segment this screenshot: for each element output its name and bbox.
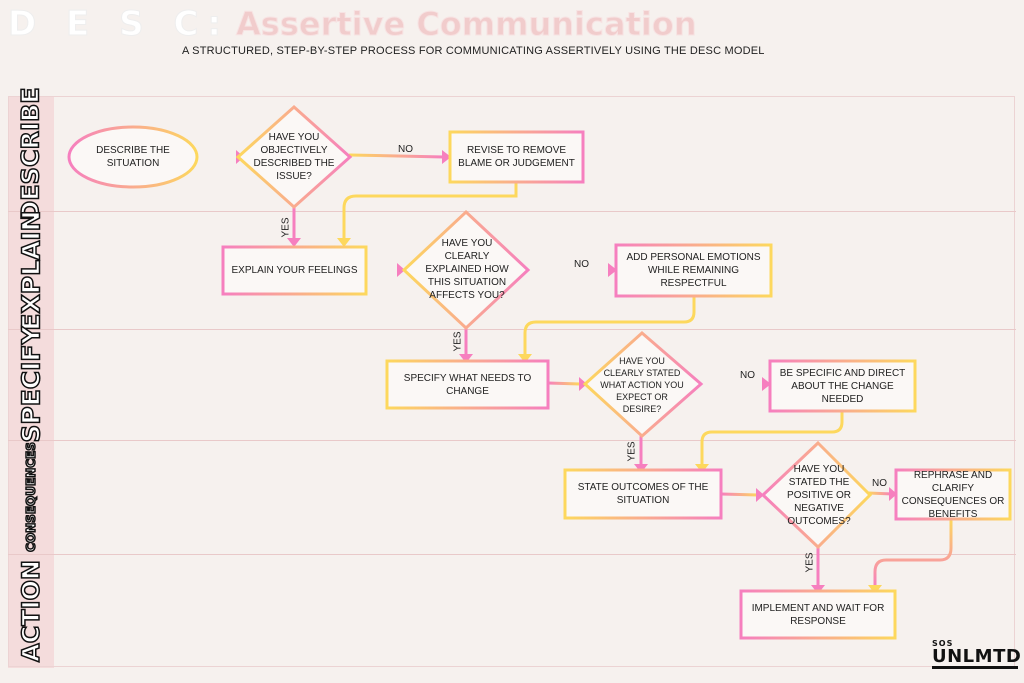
process-box bbox=[768, 359, 917, 413]
swimlane-frame bbox=[8, 96, 1015, 667]
edge-label-yes: YES bbox=[280, 217, 292, 238]
edge-label-yes: YES bbox=[452, 331, 464, 352]
arrow-head-icon bbox=[518, 354, 532, 363]
node-describe-situation: DESCRIBE THE SITUATION bbox=[96, 145, 170, 169]
subtitle: A STRUCTURED, STEP-BY-STEP PROCESS FOR C… bbox=[182, 45, 765, 57]
process-box bbox=[894, 468, 1012, 521]
node-state-outcomes: STATE OUTCOMES OF THE SITUATION bbox=[577, 482, 709, 506]
connector bbox=[873, 517, 953, 589]
title-prefix: D E S C: bbox=[8, 4, 230, 45]
arrow-head-icon bbox=[762, 377, 771, 391]
edge-label-no: NO bbox=[574, 259, 589, 270]
node-specify-change: SPECIFY WHAT NEEDS TO CHANGE bbox=[403, 372, 532, 397]
node-explain-feelings: EXPLAIN YOUR FEELINGS bbox=[231, 265, 358, 276]
decision-diamond bbox=[760, 440, 873, 550]
connector bbox=[546, 381, 582, 386]
node-question-stated-action: HAVE YOU CLEARLY STATED WHAT ACTION YOU … bbox=[600, 356, 684, 414]
node-question-objective: HAVE YOU OBJECTIVELY DESCRIBED THE ISSUE… bbox=[253, 132, 335, 182]
arrow-head-icon bbox=[608, 263, 617, 277]
node-implement: IMPLEMENT AND WAIT FOR RESPONSE bbox=[751, 602, 885, 627]
arrow-head-icon bbox=[459, 354, 473, 363]
lane-divider bbox=[8, 211, 1016, 212]
process-box bbox=[614, 243, 773, 298]
node-be-specific: BE SPECIFIC AND DIRECT ABOUT THE CHANGE … bbox=[779, 367, 906, 405]
edge-label-no: NO bbox=[872, 478, 887, 489]
connector bbox=[719, 492, 760, 497]
node-revise-blame: REVISE TO REMOVE BLAME OR JUDGEMENT bbox=[458, 145, 575, 169]
edge-label-yes: YES bbox=[804, 552, 816, 573]
node-add-emotions: ADD PERSONAL EMOTIONS WHILE REMAINING RE… bbox=[626, 252, 761, 289]
lane-divider bbox=[8, 554, 1016, 555]
arrow-head-icon bbox=[889, 487, 897, 501]
arrow-head-icon bbox=[756, 488, 764, 502]
brand-logo: SOS UNLMTD bbox=[932, 639, 1022, 669]
decision-diamond bbox=[235, 104, 353, 210]
connector bbox=[348, 153, 446, 159]
node-question-explained: HAVE YOU CLEARLY EXPLAINED HOW THIS SITU… bbox=[425, 237, 509, 301]
arrow-head-icon bbox=[287, 238, 301, 247]
node-rephrase: REPHRASE AND CLARIFY CONSEQUENCES OR BEN… bbox=[901, 469, 1005, 520]
lane-divider bbox=[8, 440, 1016, 441]
process-box bbox=[385, 359, 550, 410]
page-title: D E S C: Assertive Communication bbox=[8, 2, 698, 46]
connector bbox=[866, 491, 894, 496]
process-box bbox=[563, 468, 723, 520]
process-box bbox=[448, 130, 585, 184]
arrow-head-icon bbox=[442, 150, 451, 164]
process-box bbox=[221, 245, 368, 296]
decision-diamond bbox=[582, 331, 704, 439]
connector bbox=[700, 409, 844, 468]
arrow-head-icon bbox=[397, 263, 405, 277]
edge-label-no: NO bbox=[398, 144, 413, 155]
lane-divider bbox=[8, 329, 1016, 330]
edge-label-yes: YES bbox=[626, 441, 638, 462]
logo-main-text: UNLMTD bbox=[932, 646, 1022, 669]
node-question-outcomes: HAVE YOU STATED THE POSITIVE OR NEGATIVE… bbox=[787, 463, 851, 527]
process-box bbox=[739, 589, 897, 640]
title-text: Assertive Communication bbox=[236, 5, 698, 44]
edge-label-no: NO bbox=[740, 370, 755, 381]
start-ellipse bbox=[67, 125, 199, 189]
lane-label-column bbox=[8, 96, 54, 668]
arrow-head-icon bbox=[337, 238, 351, 247]
decision-diamond bbox=[401, 209, 531, 331]
connector bbox=[342, 180, 518, 242]
logo-top-text: SOS bbox=[932, 639, 954, 648]
connector bbox=[523, 294, 696, 358]
